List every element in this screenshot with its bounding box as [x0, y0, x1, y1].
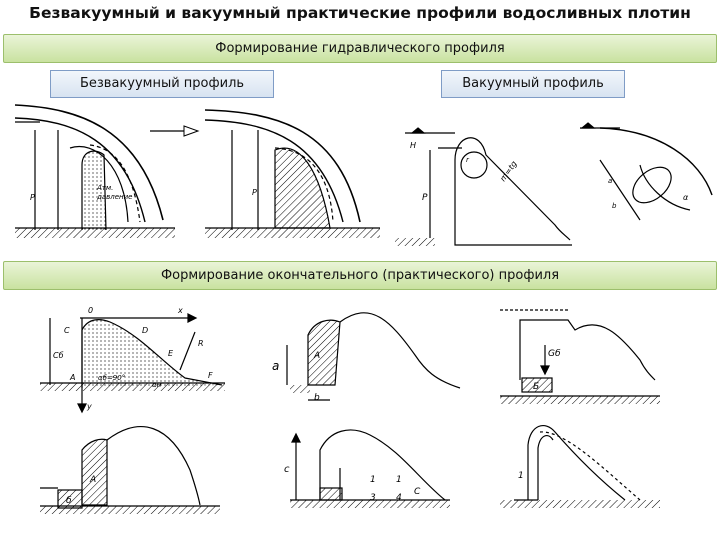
fig9-one2-label: 1: [396, 475, 402, 485]
label-non-vacuum-profile: Безвакуумный профиль: [50, 70, 274, 98]
fig1-atm-label: Атм.: [96, 184, 113, 192]
section-banner-practical: Формирование окончательного (практическо…: [3, 261, 717, 290]
fig3-r-label: r: [466, 156, 470, 164]
section-banner-hydraulic: Формирование гидравлического профиля: [3, 34, 717, 63]
slide-title: Безвакуумный и вакуумный практические пр…: [29, 4, 691, 22]
figure-profile-A-b: [40, 426, 220, 514]
fig2-p-label: P: [252, 188, 257, 197]
fig5-alpha-label: αн: [152, 381, 162, 389]
fig9-one-label: 1: [370, 475, 376, 485]
fig5-x-label: x: [177, 306, 183, 315]
fig5-r-label: R: [198, 339, 204, 348]
transition-arrow-icon: [150, 125, 200, 137]
figure-solid-profile: [204, 109, 380, 238]
fig8-A-label: A: [89, 475, 96, 485]
fig1-pressure-label: давление: [96, 193, 132, 201]
fig5-o-label: 0: [88, 306, 93, 315]
fig3-p-label: P: [422, 193, 428, 203]
fig4-a-label: a: [608, 177, 612, 185]
fig5-c-label: C: [64, 326, 70, 335]
fig10-one-label: 1: [518, 471, 524, 481]
figure-tall-crest: [500, 424, 660, 508]
fig5-y-label: y: [86, 402, 92, 411]
fig9-four-label: 4: [396, 493, 402, 503]
fig6-A-label: A: [313, 351, 320, 361]
fig6-a-label: a: [272, 359, 279, 373]
fig4-alpha-label: α: [683, 193, 689, 202]
fig4-b-label: b: [612, 202, 617, 210]
fig5-f-label: F: [208, 371, 213, 380]
fig9-c-label: c: [284, 464, 290, 475]
figure-nappe-atmospheric: [14, 104, 175, 238]
fig9-three-label: 3: [370, 493, 376, 503]
figure-coordinate-profile: [40, 313, 225, 414]
fig7-gb-label: Gб: [548, 349, 561, 359]
fig5-d-label: D: [142, 326, 148, 335]
fig5-angle-label: αб=90°: [98, 374, 125, 382]
figure-vacuum-ellipse: [580, 122, 713, 221]
fig5-cb-label: Cб: [53, 351, 64, 360]
fig1-p-label: P: [30, 193, 35, 202]
fig3-h-label: H: [410, 141, 416, 150]
fig9-C-label: C: [414, 487, 421, 497]
figure-profile-fractions: [290, 429, 450, 508]
fig8-b-label: б: [66, 496, 72, 506]
label-vacuum-profile: Вакуумный профиль: [441, 70, 625, 98]
fig7-b-label: Б: [533, 382, 539, 392]
figure-vacuum-slope: [395, 127, 572, 246]
fig5-e-label: E: [168, 349, 174, 358]
figure-crest-A: [286, 312, 461, 401]
fig6-b-label: b: [314, 393, 320, 403]
fig5-a-label: A: [69, 373, 75, 382]
figure-tank-gb: [500, 309, 660, 404]
